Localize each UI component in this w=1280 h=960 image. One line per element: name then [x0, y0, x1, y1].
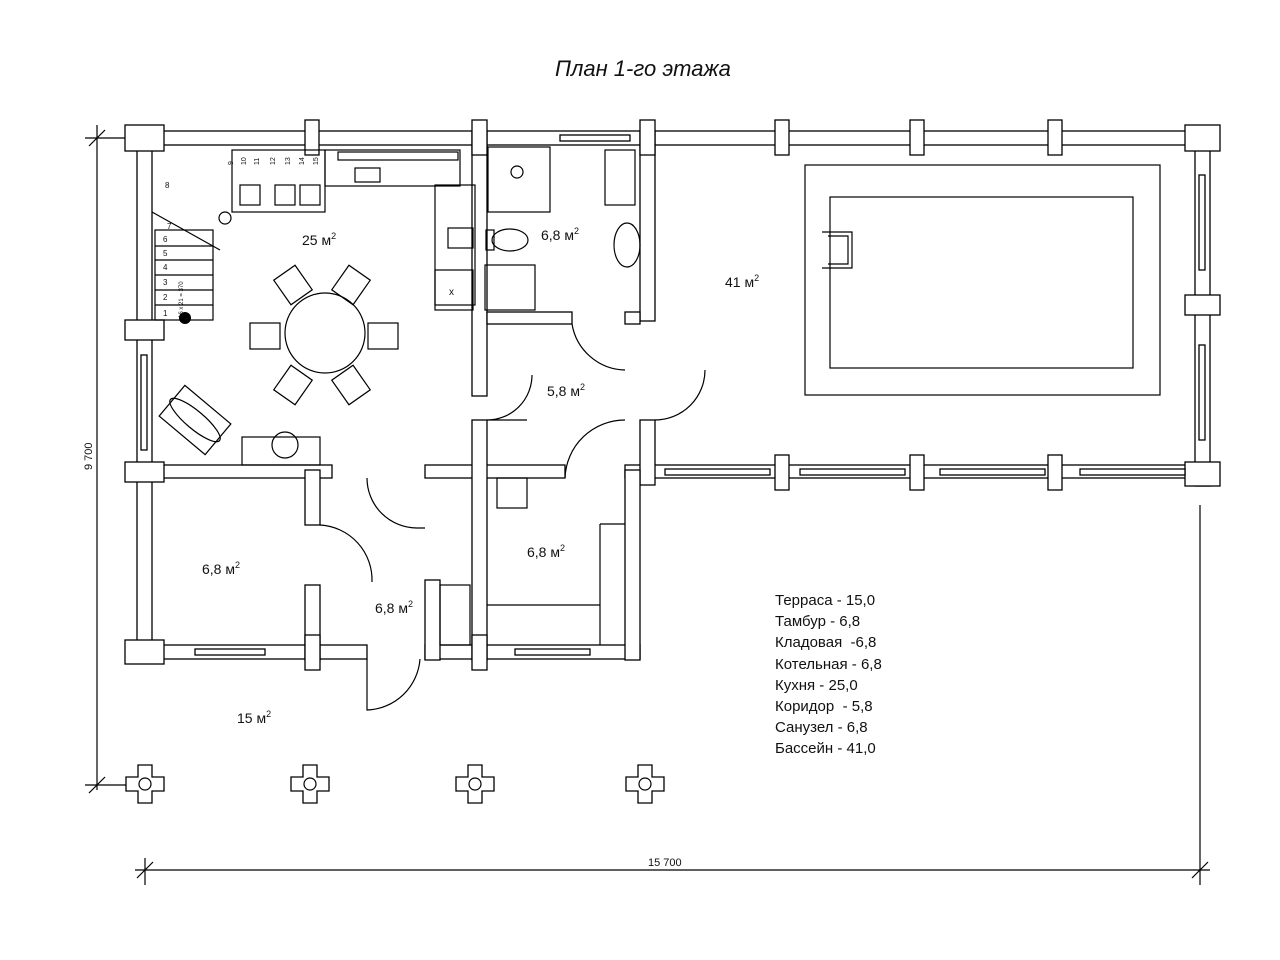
room-label-storage: 6,8 м2 [202, 560, 240, 577]
sofa [158, 384, 232, 456]
stair-step-number: 1 [163, 309, 168, 318]
stair-step-number: 7 [167, 222, 172, 231]
stair-step-number: 11 [254, 158, 261, 165]
stair-step-number: 14 [299, 157, 306, 165]
room-label-bathroom: 6,8 м2 [541, 226, 579, 243]
stair-step-number: 2 [163, 293, 168, 302]
stair-step-number: 6 [163, 235, 168, 244]
stair-step-number: 3 [163, 278, 168, 287]
pool-outline [804, 164, 1161, 396]
pool-ladder-icon [822, 231, 853, 269]
walls [124, 119, 1221, 671]
legend-item: Кухня - 25,0 [775, 676, 858, 694]
dimension-horizontal [135, 505, 1210, 885]
boiler-room-equipment [439, 477, 625, 646]
legend-item: Кладовая -6,8 [775, 634, 877, 652]
stair-step-number: 4 [163, 263, 168, 272]
plant-icon [271, 431, 299, 459]
room-label-corridor: 5,8 м2 [547, 382, 585, 399]
room-label-pool: 41 м2 [725, 273, 759, 290]
stair-step-number: 13 [285, 157, 292, 165]
terrace-posts [125, 764, 665, 804]
windows [140, 134, 1206, 656]
legend-item: Котельная - 6,8 [775, 655, 882, 673]
room-label-boiler: 6,8 м2 [527, 543, 565, 560]
desk [241, 436, 321, 466]
legend-item: Терраса - 15,0 [775, 592, 876, 609]
stair-step-number: 12 [270, 157, 277, 165]
legend-item: Санузел - 6,8 [775, 719, 868, 737]
legend-item: Тамбур - 6,8 [775, 613, 861, 631]
stair-step-number: 10 [241, 157, 248, 165]
dimension-vertical [85, 125, 135, 794]
svg-text:x: x [449, 287, 454, 298]
kitchen-furniture: x [231, 149, 476, 311]
area-legend: Терраса - 15,0 Тамбур - 6,8 Кладовая -6,… [775, 590, 882, 760]
doors [319, 323, 706, 711]
legend-item: Коридор - 5,8 [775, 698, 873, 716]
stair-note: 16 x 21 = 370 [179, 281, 185, 318]
room-label-kitchen: 25 м2 [302, 231, 336, 248]
pool-basin [829, 196, 1134, 369]
stair-step-number: 5 [163, 249, 168, 258]
stair-step-number: 15 [313, 157, 320, 165]
dimension-width-label: 15 700 [648, 857, 682, 869]
plan-title: План 1-го этажа [555, 56, 731, 81]
dining-table [249, 264, 399, 406]
stair-step-number: 8 [165, 181, 170, 190]
room-label-terrace: 15 м2 [237, 709, 271, 726]
legend-item: Бассейн - 41,0 [775, 740, 876, 758]
room-label-tambour: 6,8 м2 [375, 599, 413, 616]
dimension-height-label: 9 700 [83, 442, 95, 470]
bathroom-fixtures [484, 146, 641, 311]
stair-step-number: 9 [228, 161, 235, 165]
staircase [151, 211, 232, 324]
